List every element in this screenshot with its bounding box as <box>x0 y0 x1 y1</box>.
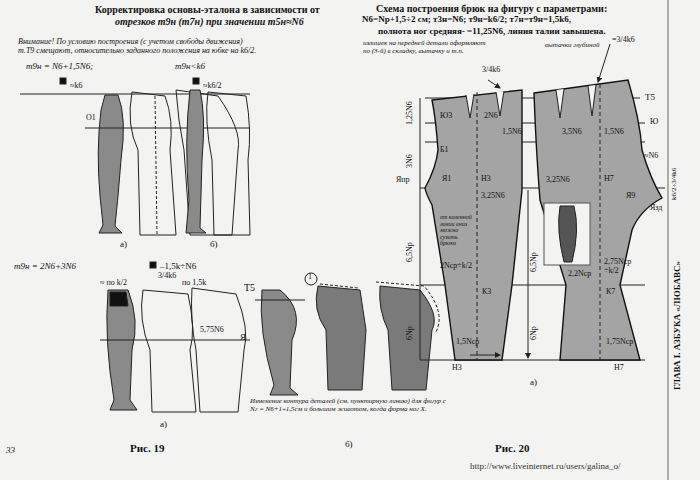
dimension: 2,75Nср ÷k/2 <box>604 258 644 276</box>
parameters: полнота ног средняя- =11,25N6, линия тал… <box>378 27 606 37</box>
dimension: 3N6 <box>406 154 415 168</box>
point-label: Н7 <box>604 175 614 184</box>
page-number: 33 <box>6 446 15 456</box>
point-label: Н3 <box>481 175 491 184</box>
note: вытачки глубиной <box>545 42 599 50</box>
sub-figure-letter: б) <box>345 440 353 450</box>
dimension: 2Nср÷k/2 <box>440 262 472 271</box>
point-label: Т5 <box>645 93 655 103</box>
dimension: =3/4k6 <box>612 36 635 45</box>
point-label: О1 <box>86 114 96 123</box>
dimension: k6/2÷3/4k6 <box>671 168 679 200</box>
dimension: ≈k6 <box>70 82 82 91</box>
formula: т9н = 2N6+3N6 <box>14 262 76 272</box>
point-label: Япр <box>396 176 410 185</box>
dimension: по 1,5k <box>182 279 206 288</box>
note: от коленной линии вниз можно сузить брюк… <box>440 214 474 247</box>
point-label: Н3 <box>452 364 462 373</box>
figure-caption: Рис. 19 <box>130 442 164 454</box>
dimension: 1,5Nср <box>456 338 479 347</box>
dimension: 3/4k6 <box>158 272 176 281</box>
dimension: 2N6 <box>484 112 498 121</box>
dimension: 3/4k6 <box>482 66 500 75</box>
callout-number: 1 <box>308 273 312 282</box>
formula: т9н<k6 <box>175 62 205 72</box>
sub-figure-letter: а) <box>120 240 127 250</box>
dimension: ≈k6/2 <box>203 82 222 91</box>
dimension: 5,75N6 <box>200 326 224 335</box>
point-label: Язд <box>650 204 662 213</box>
point-label: Б1 <box>440 146 449 155</box>
point-label: К3 <box>482 288 491 297</box>
point-label: К7 <box>606 288 615 297</box>
point-label: Я1 <box>442 175 451 184</box>
chapter-title: ГЛАВА I. АЗБУКА «ЛЮБАВС» <box>673 261 683 390</box>
dimension: 3,5N6 <box>562 128 582 137</box>
heading: отрезков т9н (т7н) при значении т5н≈N6 <box>115 16 304 27</box>
dimension: 1,5N6 <box>502 128 522 137</box>
dimension: 6Nр <box>530 326 539 340</box>
sub-figure-letter: б) <box>210 240 218 250</box>
parameters: N6=Nр+1,5÷2 см; т3н=N6; т9н=k6/2; т7н=т9… <box>362 15 571 25</box>
point-label: Т5 <box>244 282 255 293</box>
watermark: http://www.liveinternet.ru/users/galina_… <box>470 462 620 472</box>
formula: т9н = N6+1,5N6; <box>26 62 93 72</box>
dimension: 3,25N6 <box>546 176 570 185</box>
note: Внимание! По условию построения (с учето… <box>18 38 258 56</box>
heading: Схема построения брюк на фигуру с параме… <box>376 3 607 14</box>
dimension: 1,5N6 <box>604 128 624 137</box>
point-label: Н7 <box>614 364 624 373</box>
dimension: 6,5Nр <box>406 242 415 262</box>
heading: Корректировка основы-эталона в зависимос… <box>95 4 320 15</box>
dimension: 6Nр <box>406 326 415 340</box>
dimension: 1,25N6 <box>406 101 415 125</box>
dimension: 2,2Nср <box>568 270 591 279</box>
point-label: Я <box>240 333 246 343</box>
dimension: –1,5k÷N6 <box>160 262 196 272</box>
figure-note: Изменение контура деталей (см. пунктирну… <box>250 398 450 413</box>
dimension: ≈N6 <box>644 152 658 161</box>
point-label: Я9 <box>626 192 635 201</box>
dimension: ≈ по k/2 <box>100 279 127 288</box>
dimension: 6,5Nр <box>530 252 539 272</box>
point-label: Ю <box>650 118 658 127</box>
dimension: 3,25N6 <box>481 192 505 201</box>
sub-figure-letter: а) <box>530 378 537 388</box>
dimension: 1,75Nср <box>606 338 633 347</box>
figure-caption: Рис. 20 <box>495 442 529 454</box>
note: излишек на передней детали оформляют по … <box>363 40 488 55</box>
sub-figure-letter: а) <box>160 420 167 430</box>
point-label: Ю3 <box>440 112 452 121</box>
